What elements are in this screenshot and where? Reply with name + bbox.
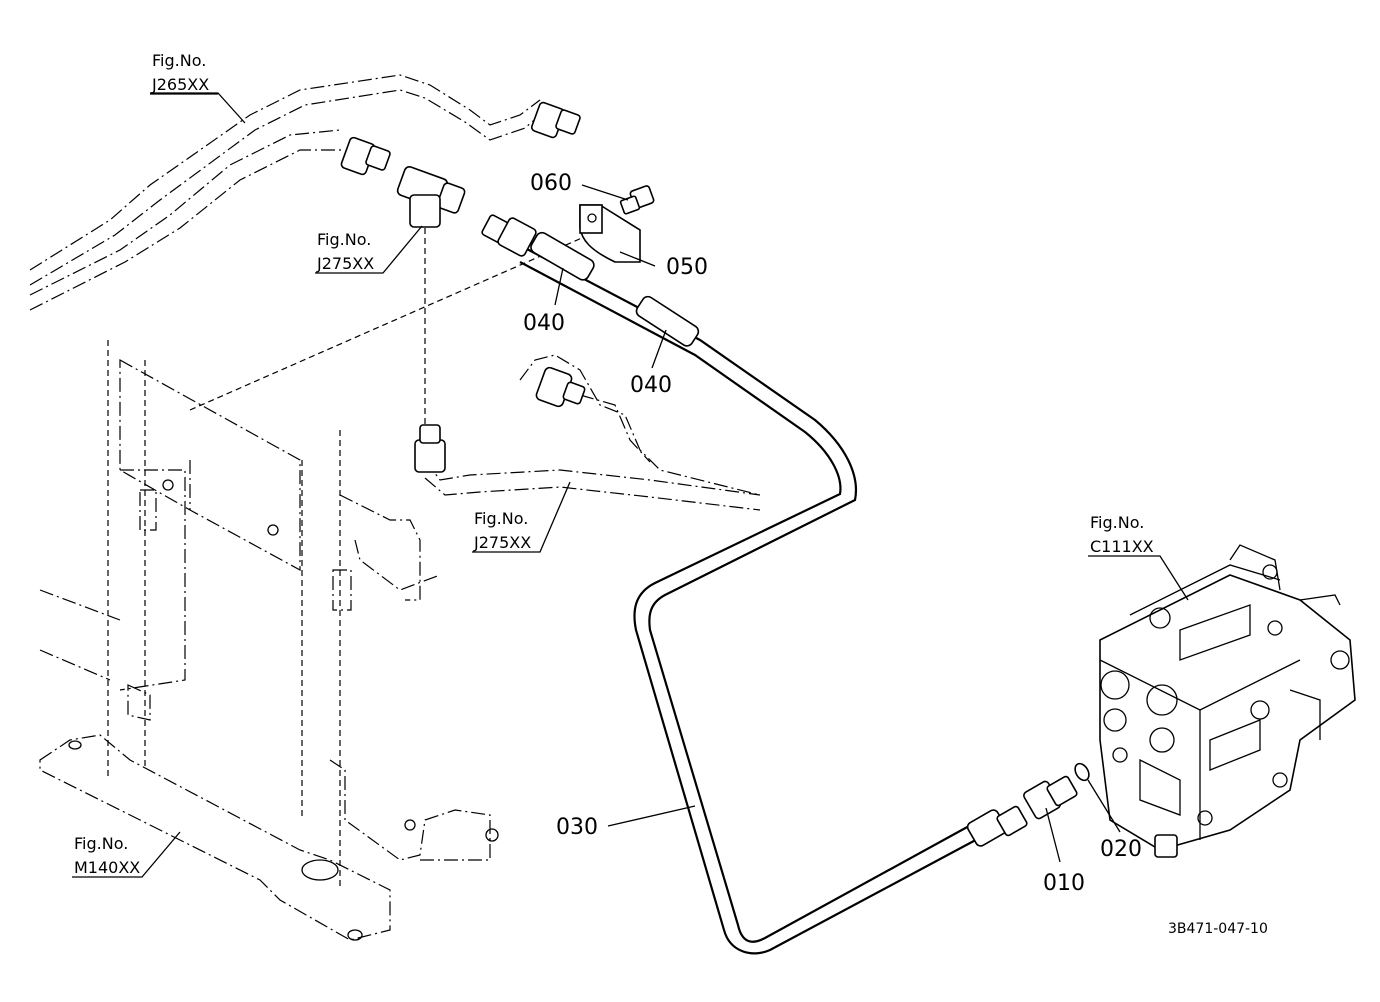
pipe-030 [519,247,986,955]
label-050: 050 [666,255,708,280]
pipe-end-fitting-bottom [966,805,1028,847]
reference-pipes-lower [414,354,761,511]
bolt-060 [619,185,655,215]
drawing-code: 3B471-047-10 [1168,921,1268,937]
label-060: 060 [530,171,572,196]
label-010: 010 [1043,871,1085,896]
part-labels: 060 050 040 040 030 020 010 [523,171,1142,896]
clamp-050 [579,204,641,263]
tee-fitting [396,165,466,425]
label-030: 030 [556,815,598,840]
grommet-040-b [635,295,700,347]
fig-ref-c111-line2: C111XX [1090,537,1154,556]
fig-ref-j265-line1: Fig.No. [152,51,206,70]
pipe-end-fitting-top [481,214,537,257]
fig-ref-j275b-line1: Fig.No. [474,509,528,528]
fig-ref-m140-line2: M140XX [74,858,140,877]
fig-ref-m140-line1: Fig.No. [74,834,128,853]
label-040-b: 040 [630,373,672,398]
figure-refs: Fig.No. J265XX Fig.No. J275XX Fig.No. J2… [74,51,1154,877]
label-020: 020 [1100,837,1142,862]
fig-ref-j275a-line1: Fig.No. [317,230,371,249]
o-ring-020 [1074,762,1090,782]
fig-ref-j275a-line2: J275XX [316,254,374,273]
fig-ref-j275b-line2: J275XX [473,533,531,552]
fig-ref-j265-line2: J265XX [151,75,209,94]
grommet-040-a [530,231,595,281]
valve-block [1099,544,1356,858]
leader-lines [72,92,1189,878]
reference-pipes-upper [29,74,581,311]
label-040-a: 040 [523,311,565,336]
adapter-010 [1023,775,1078,820]
frame-structure [39,229,601,941]
fig-ref-c111-line1: Fig.No. [1090,513,1144,532]
